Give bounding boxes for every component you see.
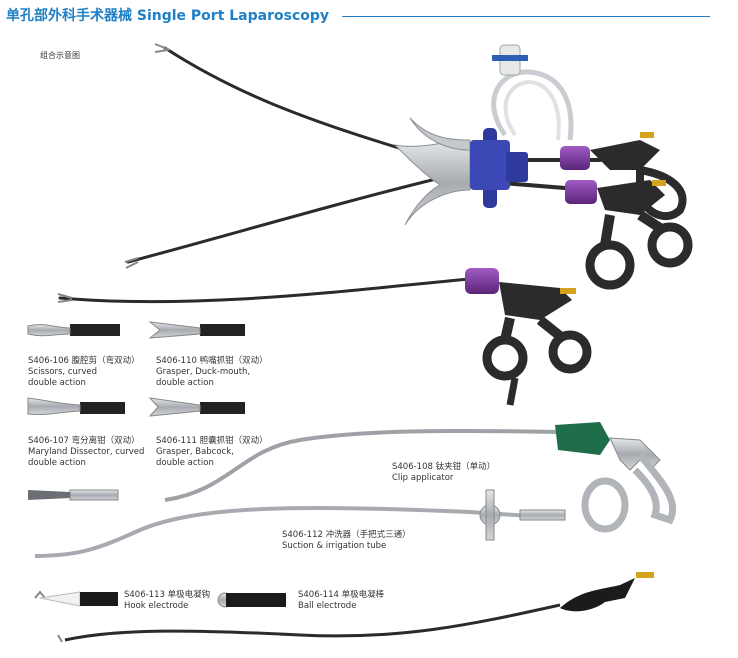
- page-title: 单孔部外科手术器械 Single Port Laparoscopy: [6, 5, 329, 25]
- clip-applicator: [164, 422, 677, 533]
- clip-tip: [28, 489, 119, 501]
- title-divider: [342, 16, 710, 17]
- label-babcock-grasper: S406-111 胆囊抓钳（双动）Grasper, Babcock,double…: [156, 436, 268, 468]
- insufflation-tubing: [491, 44, 574, 141]
- maryland-tip: [27, 397, 125, 416]
- standalone-handle: [465, 268, 592, 406]
- label-maryland-dissector: S406-107 弯分离钳（双动）Maryland Dissector, cur…: [28, 436, 145, 468]
- long-electrode: [57, 572, 654, 643]
- shaft-bottom: [58, 276, 482, 304]
- label-duck-mouth-grasper: S406-110 鸭嘴抓钳（双动）Grasper, Duck-mouth,dou…: [156, 356, 268, 388]
- scissors-curved-tip: [27, 324, 120, 337]
- assembly-caption: 组合示意图: [40, 51, 80, 60]
- duck-mouth-tip: [148, 321, 245, 339]
- title-english: Single Port Laparoscopy: [136, 8, 330, 24]
- assembly-handle-lower: [565, 180, 693, 290]
- ball-electrode-tip: [217, 592, 286, 608]
- shaft-lower: [126, 176, 442, 264]
- hook-electrode-tip: [34, 590, 118, 607]
- label-suction-irrigation: S406-112 冲洗器（手把式三通）Suction & irrigation …: [282, 530, 411, 551]
- suction-irrigation-tube: [34, 489, 566, 558]
- babcock-tip: [148, 397, 245, 417]
- jaw-tips: [57, 43, 171, 303]
- label-clip-applicator: S406-108 钛夹钳（单动）Clip applicator: [392, 462, 496, 483]
- single-port-device: [393, 117, 528, 226]
- jaw-closeups: [27, 321, 245, 501]
- shaft-upper: [163, 46, 442, 162]
- title-chinese: 单孔部外科手术器械: [6, 8, 132, 24]
